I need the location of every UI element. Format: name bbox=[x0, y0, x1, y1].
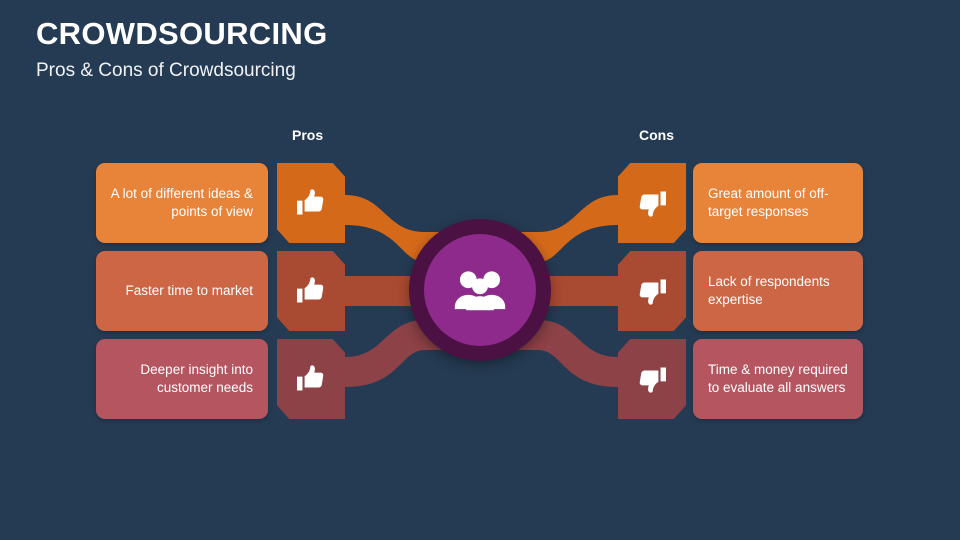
thumbs-up-icon bbox=[297, 189, 324, 215]
pros-column-label: Pros bbox=[292, 127, 324, 143]
pros-card-text: A lot of different ideas & points of vie… bbox=[110, 186, 253, 219]
cons-card[interactable]: Time & money required to evaluate all an… bbox=[693, 339, 863, 419]
center-hub-circle bbox=[424, 234, 536, 346]
cons-card-text: Great amount of off-target responses bbox=[708, 186, 829, 219]
thumbs-down-icon bbox=[639, 367, 666, 393]
thumbs-up-icon-tile[interactable] bbox=[277, 251, 345, 331]
thumbs-up-icon-tile[interactable] bbox=[277, 163, 345, 243]
thumbs-up-icon bbox=[297, 277, 324, 303]
page-subtitle: Pros & Cons of Crowdsourcing bbox=[36, 60, 296, 81]
thumbs-down-icon-tile[interactable] bbox=[618, 251, 686, 331]
pros-card-text: Faster time to market bbox=[125, 283, 253, 298]
pros-card[interactable]: Deeper insight into customer needs bbox=[96, 339, 268, 419]
center-hub bbox=[409, 219, 551, 361]
thumbs-down-icon-tile[interactable] bbox=[618, 163, 686, 243]
cons-card-text: Time & money required to evaluate all an… bbox=[708, 362, 848, 395]
thumbs-up-icon-tile[interactable] bbox=[277, 339, 345, 419]
cons-card[interactable]: Great amount of off-target responses bbox=[693, 163, 863, 243]
thumbs-down-icon bbox=[639, 191, 666, 217]
pros-card[interactable]: Faster time to market bbox=[96, 251, 268, 331]
pros-card-text: Deeper insight into customer needs bbox=[140, 362, 253, 395]
pros-card[interactable]: A lot of different ideas & points of vie… bbox=[96, 163, 268, 243]
cons-card-text: Lack of respondents expertise bbox=[708, 274, 830, 307]
thumbs-up-icon bbox=[297, 365, 324, 391]
cons-column-label: Cons bbox=[639, 127, 674, 143]
page-title: CROWDSOURCING bbox=[36, 16, 328, 51]
cons-card[interactable]: Lack of respondents expertise bbox=[693, 251, 863, 331]
thumbs-down-icon bbox=[639, 279, 666, 305]
thumbs-down-icon-tile[interactable] bbox=[618, 339, 686, 419]
people-group-icon bbox=[454, 271, 506, 311]
